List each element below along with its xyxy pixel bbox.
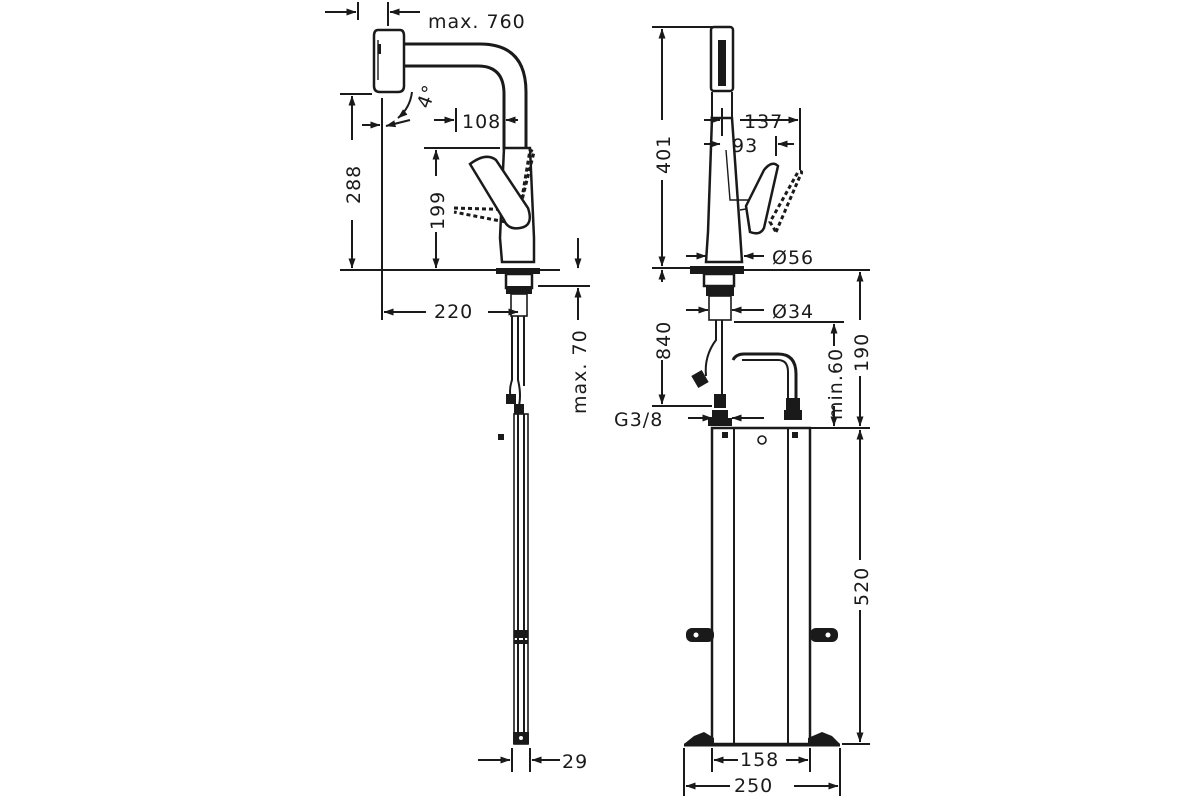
dim-29: 29 [562, 751, 588, 773]
dim-158: 158 [740, 749, 779, 771]
dim-520: 520 [851, 567, 873, 606]
lever [468, 155, 531, 230]
dim-190: 190 [851, 333, 873, 372]
dim-max-760: max. 760 [428, 11, 526, 33]
dim-288: 288 [343, 165, 365, 204]
dim-220: 220 [434, 301, 473, 323]
dim-g38: G3/8 [614, 409, 663, 431]
dim-d56: Ø56 [772, 247, 814, 269]
faucet-side-view [372, 28, 540, 745]
dim-199: 199 [427, 191, 449, 230]
dim-93: 93 [732, 135, 758, 157]
clamp-left [686, 628, 714, 642]
dim-d34: Ø34 [772, 301, 814, 323]
lever-dashed [453, 147, 536, 226]
dim-min60: min.60 [825, 348, 847, 420]
lever-front [744, 162, 780, 235]
dim-angle-4: 4° [413, 82, 442, 112]
dim-108: 108 [462, 111, 501, 133]
dim-250: 250 [734, 775, 773, 797]
dim-137: 137 [744, 111, 783, 133]
dim-840: 840 [653, 321, 675, 360]
faucet-front-view [684, 25, 840, 747]
spout [404, 42, 528, 150]
dim-401: 401 [653, 135, 675, 174]
right-dimensions: 401 137 93 Ø56 840 Ø34 min.60 [614, 26, 873, 797]
spray-head [372, 28, 406, 94]
left-dimensions: max. 760 4° 108 288 199 220 max. 70 [325, 2, 591, 773]
faucet-body-front [704, 116, 744, 264]
lever-front-dashed [768, 170, 804, 236]
mounting-box [710, 426, 812, 746]
dim-max-70: max. 70 [569, 329, 591, 414]
clamp-right [810, 628, 838, 642]
